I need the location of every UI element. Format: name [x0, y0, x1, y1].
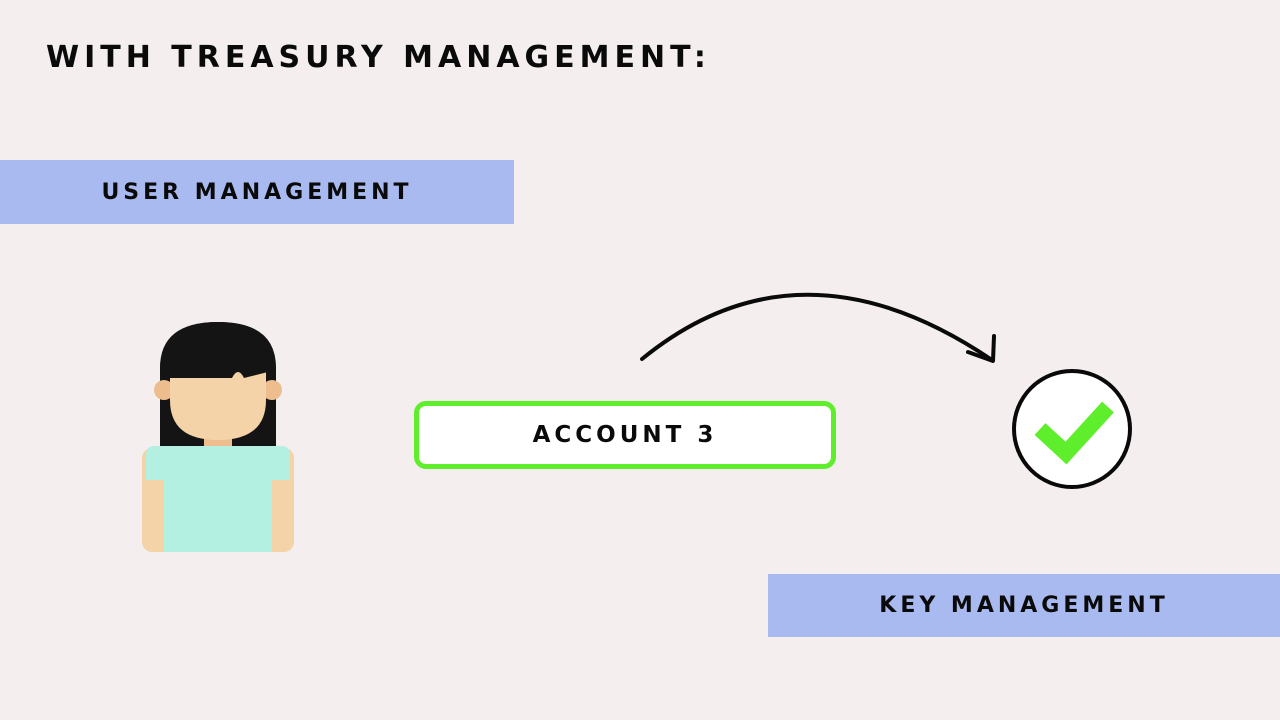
user-management-banner: USER MANAGEMENT [0, 160, 514, 224]
avatar-left-ear [154, 380, 174, 400]
key-management-banner: KEY MANAGEMENT [768, 574, 1280, 637]
avatar-shirt [146, 446, 290, 552]
curved-arrow-icon [640, 292, 996, 363]
avatar-bangs [160, 322, 276, 378]
user-management-label: USER MANAGEMENT [101, 179, 413, 205]
key-management-label: KEY MANAGEMENT [879, 593, 1169, 618]
account-card: ACCOUNT 3 [414, 401, 836, 469]
avatar-face [170, 370, 266, 440]
page-title: WITH TREASURY MANAGEMENT: [46, 40, 711, 75]
arrow-curve [640, 292, 994, 362]
check-circle [1012, 369, 1132, 489]
check-mark [1034, 401, 1114, 465]
woman-avatar-icon [142, 322, 294, 552]
check-circle-icon [1012, 369, 1132, 489]
avatar-right-ear [262, 380, 282, 400]
account-label: ACCOUNT 3 [532, 422, 718, 448]
arrow-head [966, 334, 996, 363]
